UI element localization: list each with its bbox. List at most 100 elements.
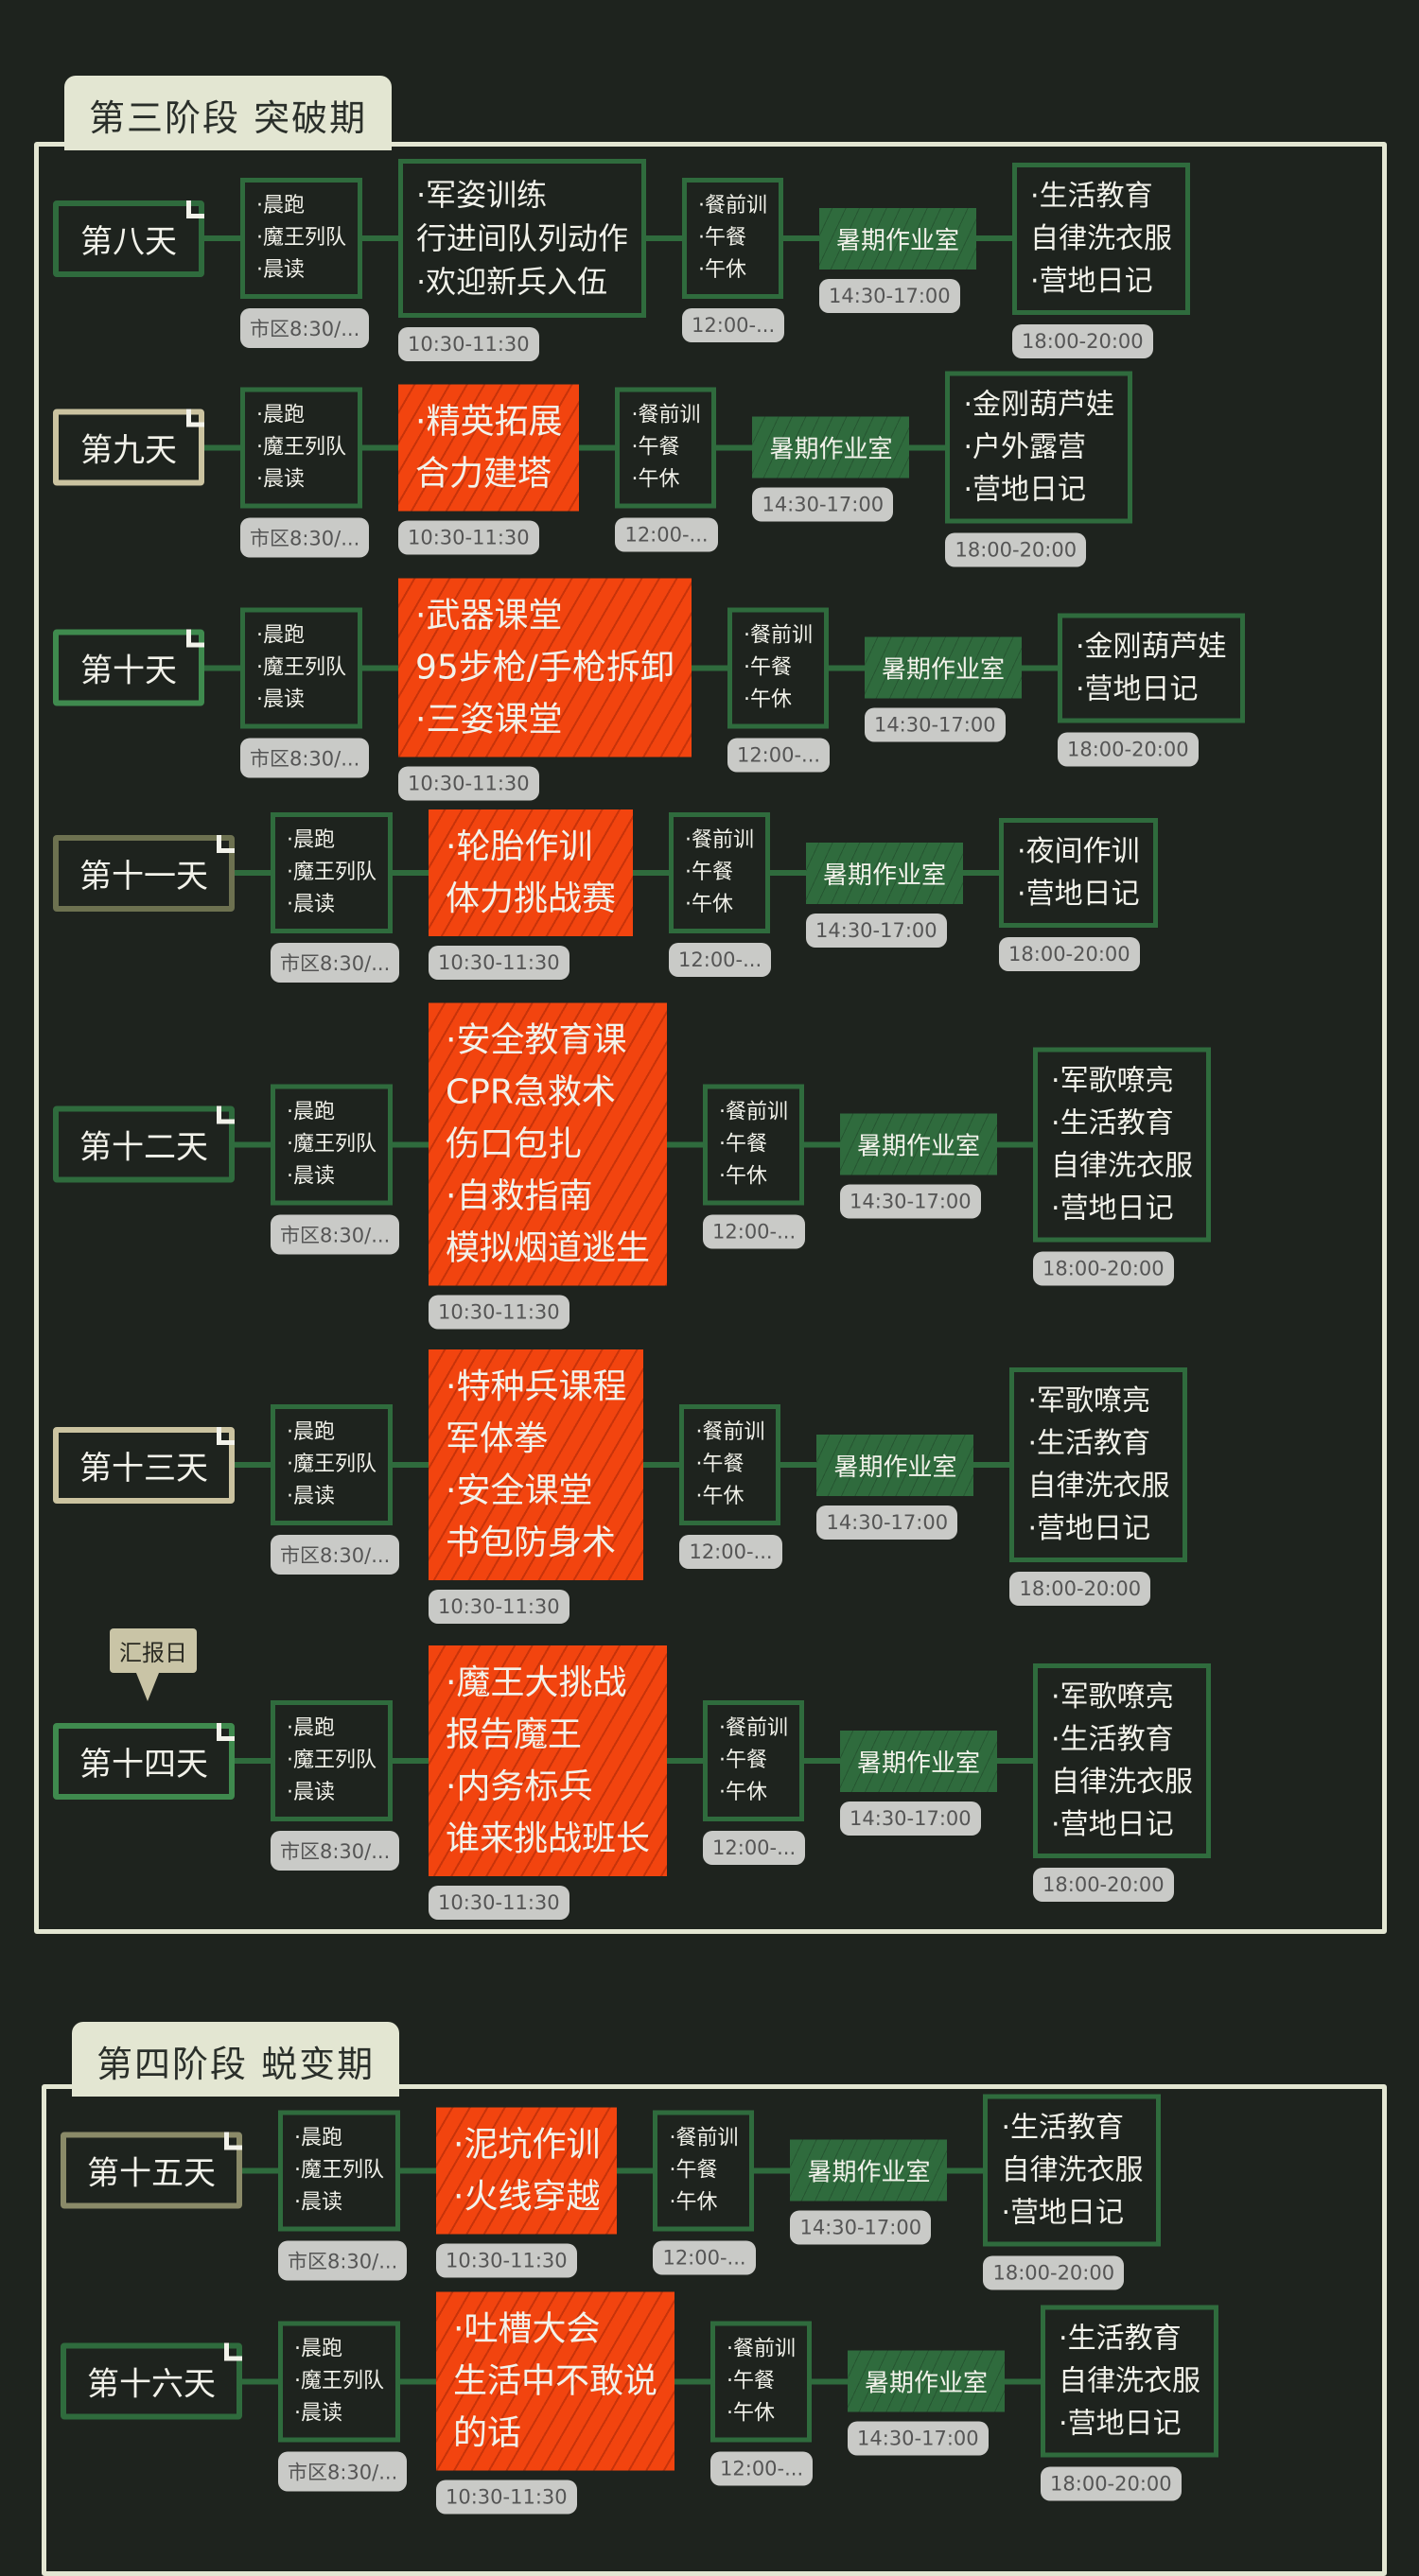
activity-box[interactable]: ·魔王大挑战报告魔王·内务标兵谁来挑战班长: [429, 1645, 668, 1876]
evening-box[interactable]: ·军歌嘹亮·生活教育自律洗衣服·营地日记: [1009, 1367, 1188, 1562]
activity-item: ·安全课堂: [446, 1471, 593, 1510]
lunch-time-tag: 12:00-...: [682, 308, 785, 342]
morning-box[interactable]: ·晨跑·魔王列队·晨读: [240, 178, 362, 299]
study-room-box[interactable]: 暑期作业室: [790, 2139, 948, 2202]
lunch-item: ·餐前训: [695, 1420, 765, 1444]
activity-box[interactable]: ·特种兵课程军体拳·安全课堂书包防身术: [429, 1349, 644, 1580]
connector-line: [362, 235, 398, 241]
morning-box[interactable]: ·晨跑·魔王列队·晨读: [278, 2110, 400, 2231]
morning-box[interactable]: ·晨跑·魔王列队·晨读: [271, 1404, 393, 1525]
connector-line: [393, 870, 429, 876]
activity-item: 体力挑战赛: [446, 879, 617, 918]
lunch-item: ·餐前训: [698, 194, 768, 218]
lunch-box[interactable]: ·餐前训·午餐·午休: [727, 607, 829, 728]
activity-box[interactable]: ·轮胎作训体力挑战赛: [429, 809, 634, 936]
activity-box[interactable]: ·精英拓展合力建塔: [398, 384, 580, 511]
activity-box[interactable]: ·泥坑作训·火线穿越: [436, 2107, 618, 2234]
day-label[interactable]: 第十三天: [53, 1426, 235, 1504]
study-time-tag: 14:30-17:00: [840, 1801, 981, 1836]
lunch-item: ·午休: [669, 2190, 718, 2214]
evening-time-tag: 18:00-20:00: [1041, 2466, 1182, 2501]
evening-box[interactable]: ·生活教育自律洗衣服·营地日记: [983, 2094, 1162, 2247]
lunch-box[interactable]: ·餐前训·午餐·午休: [703, 1700, 805, 1821]
study-node: 暑期作业室 14:30-17:00: [840, 1730, 998, 1836]
morning-item: ·晨读: [256, 467, 305, 491]
evening-box[interactable]: ·生活教育自律洗衣服·营地日记: [1041, 2305, 1219, 2458]
connector-line: [362, 665, 398, 670]
morning-box[interactable]: ·晨跑·魔王列队·晨读: [240, 607, 362, 728]
evening-item: ·金刚葫芦娃: [1075, 630, 1227, 663]
evening-box[interactable]: ·军歌嘹亮·生活教育自律洗衣服·营地日记: [1033, 1663, 1212, 1858]
connector-line: [997, 1758, 1034, 1764]
connector-line: [804, 1758, 841, 1764]
lunch-item: ·餐前训: [727, 2337, 797, 2360]
lunch-box[interactable]: ·餐前训·午餐·午休: [682, 178, 784, 299]
evening-box[interactable]: ·夜间作训·营地日记: [999, 818, 1158, 928]
activity-item: ·内务标兵: [446, 1767, 593, 1806]
evening-item: 自律洗衣服: [1001, 2153, 1144, 2187]
study-room-box[interactable]: 暑期作业室: [848, 2350, 1006, 2412]
day-label[interactable]: 第十四天: [53, 1722, 235, 1800]
study-room-box[interactable]: 暑期作业室: [816, 1434, 974, 1496]
activity-item: 合力建塔: [415, 454, 552, 493]
study-room-box[interactable]: 暑期作业室: [840, 1113, 998, 1175]
study-room-box[interactable]: 暑期作业室: [819, 207, 977, 270]
morning-box[interactable]: ·晨跑·魔王列队·晨读: [240, 387, 362, 508]
day-label[interactable]: 第十一天: [53, 834, 235, 912]
connector-line: [633, 870, 670, 876]
study-room-box[interactable]: 暑期作业室: [752, 416, 910, 479]
day-label[interactable]: 第十六天: [61, 2342, 242, 2420]
morning-item: ·魔王列队: [294, 2369, 384, 2393]
lunch-item: ·午餐: [685, 861, 734, 884]
morning-item: ·晨读: [287, 893, 335, 916]
lunch-box[interactable]: ·餐前训·午餐·午休: [679, 1404, 781, 1525]
evening-box[interactable]: ·生活教育自律洗衣服·营地日记: [1012, 162, 1191, 315]
morning-box[interactable]: ·晨跑·魔王列队·晨读: [271, 812, 393, 933]
study-room-box[interactable]: 暑期作业室: [864, 636, 1022, 699]
lunch-time-tag: 12:00-...: [710, 2451, 814, 2485]
evening-box[interactable]: ·金刚葫芦娃·户外露营·营地日记: [945, 371, 1133, 524]
evening-time-tag: 18:00-20:00: [1057, 732, 1199, 766]
morning-box[interactable]: ·晨跑·魔王列队·晨读: [278, 2321, 400, 2442]
activity-item: 95步枪/手枪拆卸: [415, 648, 674, 688]
study-room-box[interactable]: 暑期作业室: [840, 1730, 998, 1792]
activity-item: ·军姿训练: [416, 177, 548, 213]
activity-item: CPR急救术: [446, 1072, 616, 1112]
evening-item: ·营地日记: [1027, 1512, 1151, 1545]
evening-item: ·营地日记: [963, 473, 1087, 507]
morning-box[interactable]: ·晨跑·魔王列队·晨读: [271, 1700, 393, 1821]
day-label[interactable]: 第十天: [53, 629, 204, 706]
study-room-box[interactable]: 暑期作业室: [806, 842, 964, 904]
day-node: 第十一天: [53, 834, 235, 912]
lunch-box[interactable]: ·餐前训·午餐·午休: [615, 387, 717, 508]
day-label[interactable]: 第十五天: [61, 2132, 242, 2209]
morning-node: ·晨跑·魔王列队·晨读市区8:30/...: [240, 178, 370, 348]
activity-box[interactable]: ·吐槽大会生活中不敢说的话: [436, 2291, 675, 2471]
lunch-box[interactable]: ·餐前训·午餐·午休: [710, 2321, 813, 2442]
morning-node: ·晨跑·魔王列队·晨读市区8:30/...: [271, 1700, 400, 1871]
connector-line: [235, 1462, 271, 1468]
morning-time-tag: 市区8:30/...: [240, 738, 370, 777]
day-label[interactable]: 第十二天: [53, 1105, 235, 1183]
lunch-box[interactable]: ·餐前训·午餐·午休: [669, 812, 771, 933]
lunch-box[interactable]: ·餐前训·午餐·午休: [703, 1084, 805, 1205]
day-label[interactable]: 第九天: [53, 409, 204, 486]
connector-line: [691, 665, 727, 670]
day-label[interactable]: 第八天: [53, 200, 204, 277]
evening-box[interactable]: ·金刚葫芦娃·营地日记: [1057, 613, 1245, 722]
evening-item: ·营地日记: [1030, 264, 1153, 298]
evening-box[interactable]: ·军歌嘹亮·生活教育自律洗衣服·营地日记: [1033, 1047, 1212, 1242]
activity-box[interactable]: ·军姿训练行进间队列动作·欢迎新兵入伍: [398, 159, 647, 318]
lunch-box[interactable]: ·餐前训·午餐·午休: [653, 2110, 755, 2231]
morning-box[interactable]: ·晨跑·魔王列队·晨读: [271, 1084, 393, 1205]
lunch-item: ·午休: [631, 467, 680, 491]
lunch-time-tag: 12:00-...: [653, 2240, 756, 2274]
